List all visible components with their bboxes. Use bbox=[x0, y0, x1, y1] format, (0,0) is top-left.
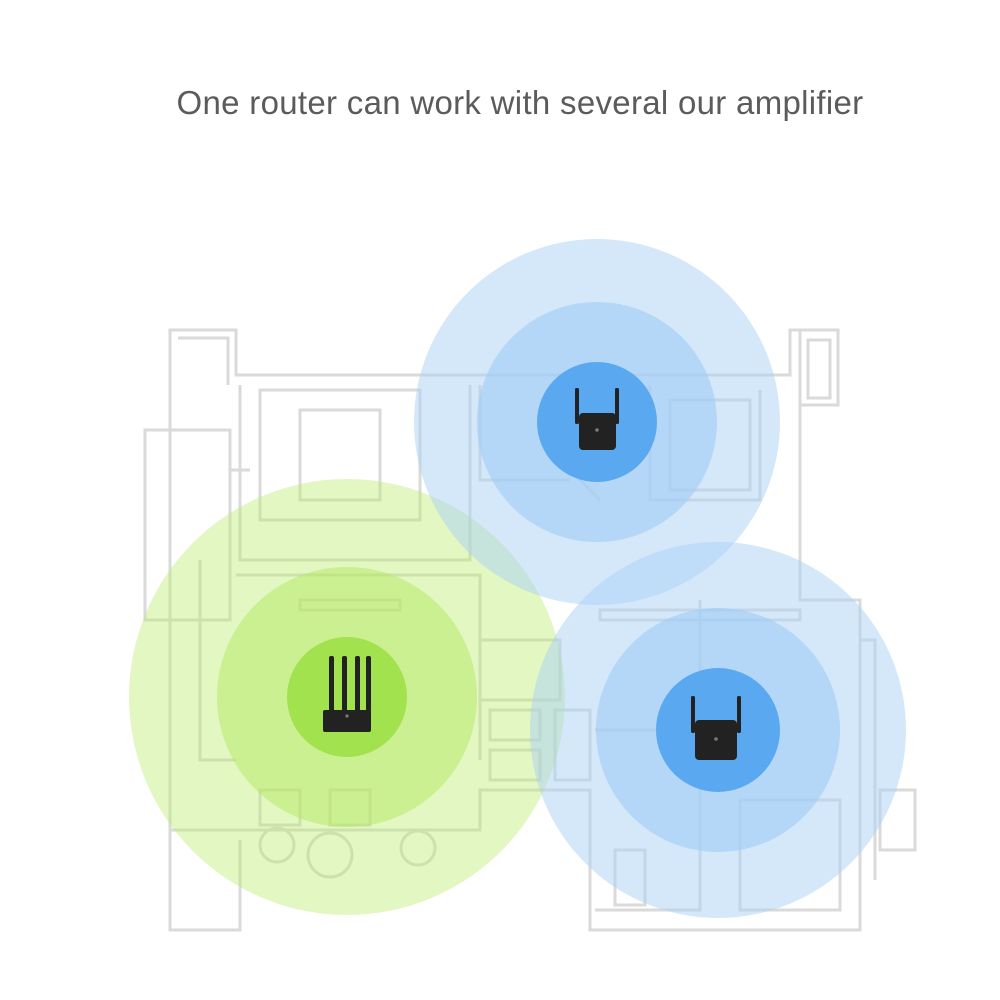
router-icon bbox=[323, 656, 371, 732]
amplifier-icon bbox=[575, 388, 619, 450]
headline: One router can work with several our amp… bbox=[176, 84, 864, 121]
amplifier-icon bbox=[691, 696, 741, 760]
